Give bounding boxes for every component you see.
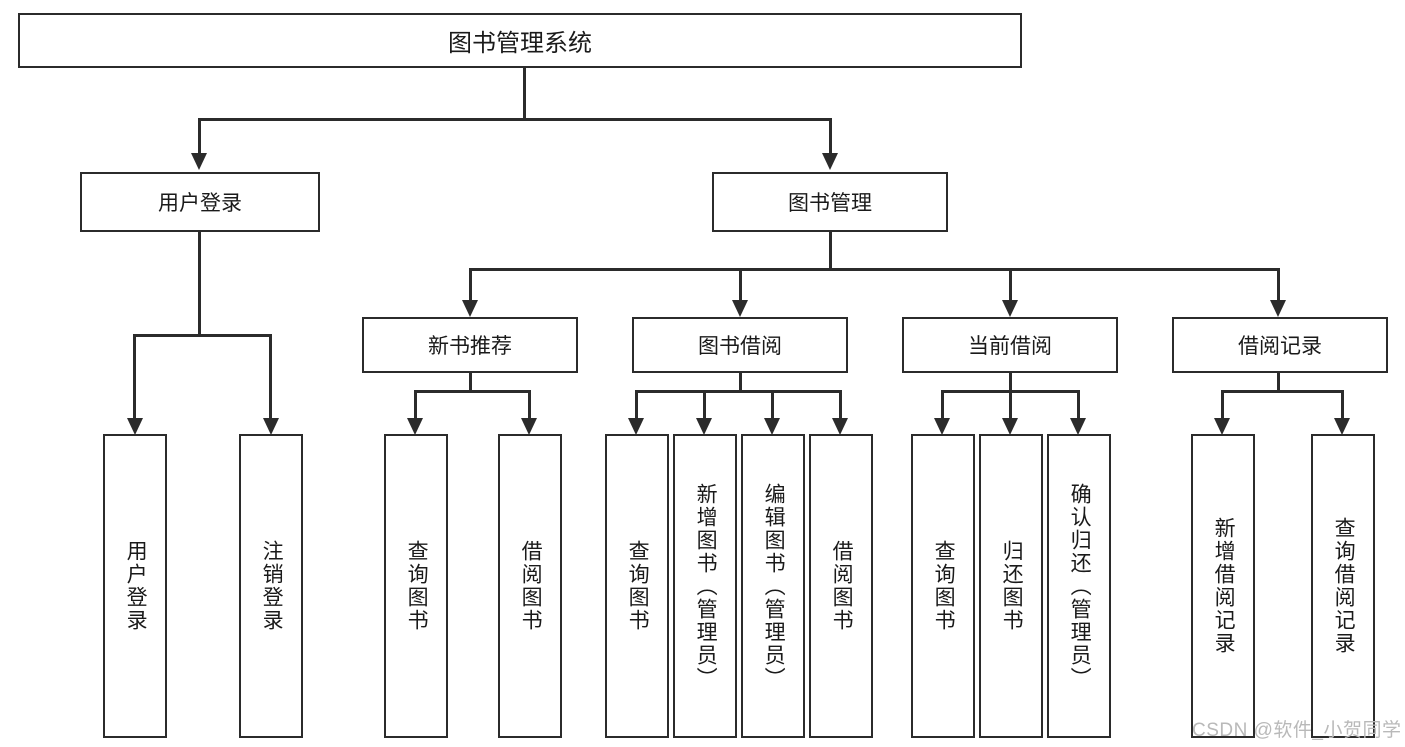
node-current-borrow[interactable]: 当前借阅 [902,317,1118,373]
node-label: 图书管理 [788,192,872,215]
connector-root-leg-left [198,118,201,153]
connector-borrowrecord-stem [1277,373,1280,391]
leaf-label: 确认归还（管理员） [1068,482,1092,690]
leaf-return-book[interactable]: 归还图书 [979,434,1043,738]
connector-bookmgmt-stem [829,232,832,269]
connector-userlogin-stem [198,232,201,335]
leaf-label: 编辑图书（管理员） [762,482,786,690]
connector-bookborrow-leg-1 [635,390,638,418]
arrowhead-leaf-borrow-book-1 [521,418,537,435]
node-label: 图书管理系统 [448,30,592,57]
connector-borrowrecord-leg-2 [1341,390,1344,418]
connector-bookborrow-leg-3 [771,390,774,418]
arrowhead-leaf-return-book [1002,418,1018,435]
arrowhead-borrow-record [1270,300,1286,317]
arrowhead-user-login [191,153,207,170]
leaf-label: 归还图书 [1000,540,1024,632]
leaf-label: 新增借阅记录 [1212,517,1236,655]
node-root-system[interactable]: 图书管理系统 [18,13,1022,68]
watermark-text: CSDN @软件_小贺同学 [1192,720,1402,741]
arrowhead-leaf-query-book-2 [628,418,644,435]
leaf-borrow-book[interactable]: 借阅图书 [809,434,873,738]
node-book-management[interactable]: 图书管理 [712,172,948,232]
leaf-query-borrow-record[interactable]: 查询借阅记录 [1311,434,1375,738]
leaf-label: 注销登录 [260,540,284,632]
connector-newbook-leg-1 [414,390,417,418]
arrowhead-new-book-recommend [462,300,478,317]
leaf-label: 查询借阅记录 [1332,517,1356,655]
node-label: 图书借阅 [698,335,782,358]
connector-newbook-bus [414,390,531,393]
leaf-add-borrow-record[interactable]: 新增借阅记录 [1191,434,1255,738]
leaf-logout[interactable]: 注销登录 [239,434,303,738]
leaf-edit-book-admin[interactable]: 编辑图书（管理员） [741,434,805,738]
connector-userlogin-bus [133,334,271,337]
leaf-add-book-admin[interactable]: 新增图书（管理员） [673,434,737,738]
connector-userlogin-leg-1 [133,334,136,418]
leaf-confirm-return-admin[interactable]: 确认归还（管理员） [1047,434,1111,738]
node-borrow-record[interactable]: 借阅记录 [1172,317,1388,373]
leaf-query-book-current[interactable]: 查询图书 [911,434,975,738]
connector-currentborrow-leg-1 [941,390,944,418]
connector-currentborrow-leg-3 [1077,390,1080,418]
leaf-label: 借阅图书 [830,540,854,632]
leaf-borrow-book-recommend[interactable]: 借阅图书 [498,434,562,738]
connector-level3-leg-2 [739,268,742,300]
connector-root-leg-right [829,118,832,153]
arrowhead-leaf-borrow-book-2 [832,418,848,435]
arrowhead-book-borrow [732,300,748,317]
connector-borrowrecord-leg-1 [1221,390,1224,418]
connector-bookborrow-leg-2 [703,390,706,418]
arrowhead-leaf-add-record [1214,418,1230,435]
leaf-label: 查询图书 [405,540,429,632]
leaf-label: 查询图书 [932,540,956,632]
connector-newbook-leg-2 [528,390,531,418]
leaf-label: 新增图书（管理员） [694,482,718,690]
arrowhead-leaf-edit-book [764,418,780,435]
arrowhead-current-borrow [1002,300,1018,317]
arrowhead-leaf-logout [263,418,279,435]
arrowhead-leaf-query-book-1 [407,418,423,435]
connector-bookborrow-leg-4 [839,390,842,418]
arrowhead-book-manage [822,153,838,170]
connector-bookborrow-bus [635,390,842,393]
connector-newbook-stem [469,373,472,391]
leaf-label: 查询图书 [626,540,650,632]
leaf-query-book-borrow[interactable]: 查询图书 [605,434,669,738]
leaf-user-login[interactable]: 用户登录 [103,434,167,738]
connector-level3-leg-3 [1009,268,1012,300]
connector-level3-bus [469,268,1280,271]
connector-bookborrow-stem [739,373,742,391]
leaf-label: 用户登录 [124,540,148,632]
connector-userlogin-leg-2 [269,334,272,418]
leaf-query-book-recommend[interactable]: 查询图书 [384,434,448,738]
connector-currentborrow-stem [1009,373,1012,391]
connector-root-stem [523,68,526,118]
node-label: 当前借阅 [968,335,1052,358]
connector-currentborrow-leg-2 [1009,390,1012,418]
leaf-label: 借阅图书 [519,540,543,632]
arrowhead-leaf-user-login [127,418,143,435]
connector-level3-leg-1 [469,268,472,300]
arrowhead-leaf-query-book-3 [934,418,950,435]
arrowhead-leaf-confirm-return [1070,418,1086,435]
connector-level3-leg-4 [1277,268,1280,300]
node-book-borrow[interactable]: 图书借阅 [632,317,848,373]
node-new-book-recommend[interactable]: 新书推荐 [362,317,578,373]
arrowhead-leaf-query-record [1334,418,1350,435]
connector-root-bus [198,118,832,121]
node-label: 用户登录 [158,192,242,215]
node-label: 借阅记录 [1238,335,1322,358]
node-user-login[interactable]: 用户登录 [80,172,320,232]
node-label: 新书推荐 [428,335,512,358]
arrowhead-leaf-add-book [696,418,712,435]
connector-borrowrecord-bus [1221,390,1344,393]
